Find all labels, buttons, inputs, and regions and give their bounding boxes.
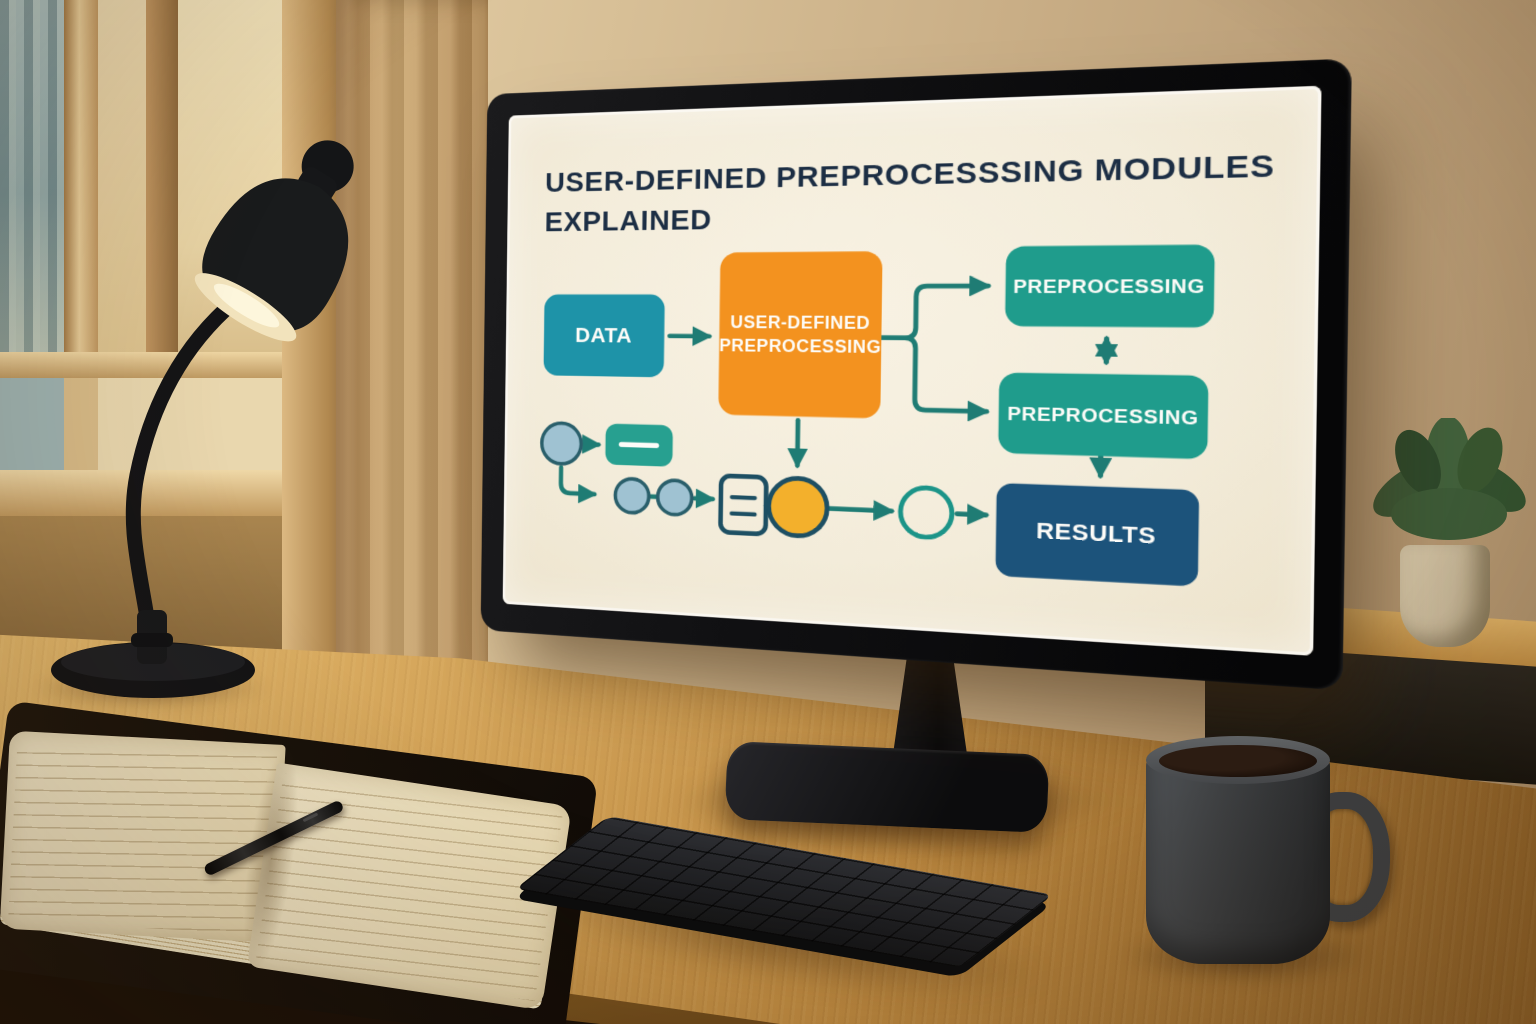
plant-foliage [1391, 488, 1507, 540]
node-results [995, 482, 1200, 587]
arrow-merge-to-results [957, 514, 986, 515]
window-rail [0, 352, 282, 378]
lamp-bulb [213, 283, 280, 328]
arrow-udp-to-preprocessing-top [881, 286, 988, 339]
arrow-udp-to-stage-circle [797, 420, 798, 465]
node-udp-label-line2: PREPROCESSING [719, 335, 881, 357]
node-udp-label-line1: USER-DEFINED [730, 312, 870, 333]
lamp-arm [125, 293, 243, 668]
document-icon [720, 476, 766, 535]
node-preprocessing-bottom [998, 372, 1209, 460]
monitor: USER-DEFINED PREPROCESSSING MODULES EXPL… [481, 58, 1352, 690]
pair-circle-right-icon [657, 480, 692, 516]
plant-leaf [1395, 429, 1441, 495]
window-glass-left [0, 0, 64, 352]
lamp-shade [194, 140, 354, 342]
coffee-mug [1146, 752, 1330, 964]
minus-glyph-icon [621, 444, 656, 445]
start-circle-icon [542, 423, 582, 465]
curtain [336, 0, 488, 700]
arrow-stage-to-merge [828, 508, 892, 511]
flowchart-mini-icons [541, 422, 953, 543]
node-preprocessing-top-label: PREPROCESSING [1013, 274, 1205, 297]
minus-chip-icon [605, 423, 673, 467]
pair-circle-left-icon [615, 478, 649, 513]
slide-title-line1: USER-DEFINED PREPROCESSSING MODULES [545, 148, 1275, 199]
plant [1373, 418, 1526, 540]
arrow-pair-to-document [694, 498, 712, 499]
node-user-defined-preprocessing [718, 251, 883, 419]
arrow-udp-to-preprocessing-bottom [880, 338, 987, 412]
flowchart-nodes: DATA USER-DEFINED PREPROCESSING PREPROCE… [543, 244, 1215, 587]
window-glass-middle [98, 0, 146, 352]
node-preprocessing-top [1005, 244, 1215, 328]
plant-pot [1400, 545, 1490, 647]
node-results-label: RESULTS [1036, 517, 1156, 549]
monitor-screen: USER-DEFINED PREPROCESSSING MODULES EXPL… [503, 86, 1322, 656]
window-mullion [64, 0, 98, 352]
flowchart: USER-DEFINED PREPROCESSSING MODULES EXPL… [503, 86, 1322, 656]
node-data [543, 294, 665, 378]
node-preprocessing-bottom-label: PREPROCESSING [1007, 402, 1198, 429]
stage-circle-icon [768, 477, 827, 537]
mug-coffee [1159, 745, 1317, 777]
merge-circle-icon [900, 487, 952, 538]
slide-title-line2: EXPLAINED [544, 203, 712, 238]
arrow-start-to-pair [561, 467, 595, 494]
plant-leaf [1457, 427, 1503, 493]
lamp-collar [131, 633, 173, 647]
node-data-label: DATA [575, 323, 632, 348]
monitor-stand-base [724, 741, 1050, 833]
desk-lamp [51, 140, 354, 698]
window-frame-post [146, 0, 178, 352]
